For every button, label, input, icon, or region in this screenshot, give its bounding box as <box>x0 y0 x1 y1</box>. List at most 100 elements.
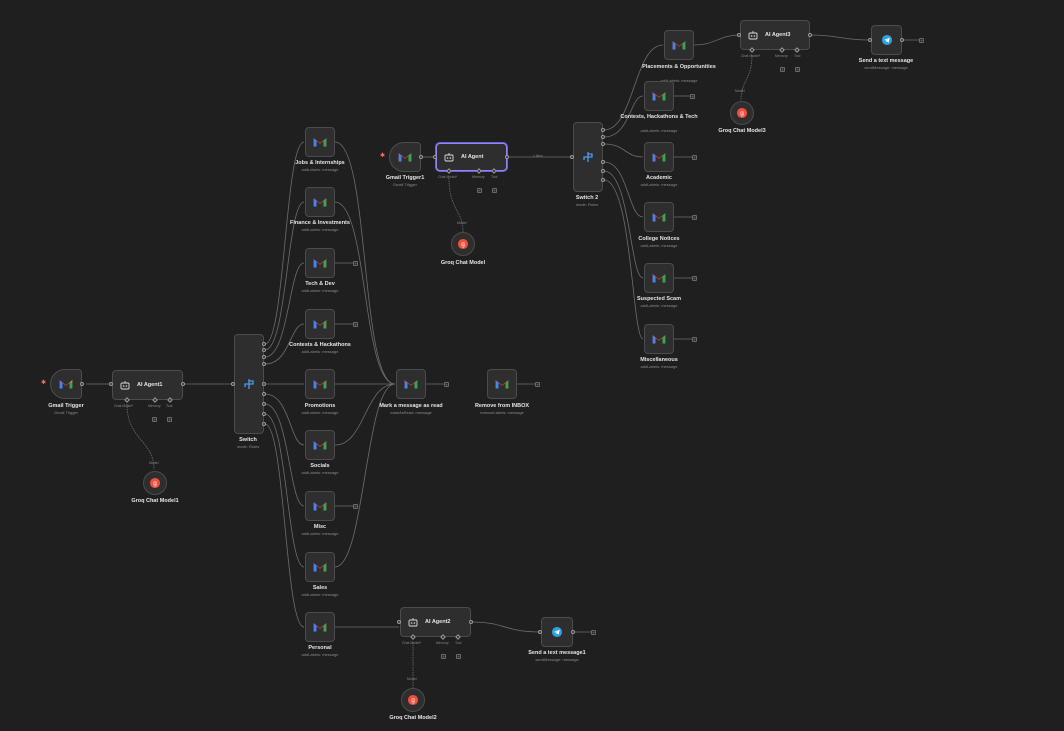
jobs-internships-node[interactable] <box>305 127 335 157</box>
node-subtitle: mode: Rules <box>236 444 260 449</box>
contests-hackathons-node[interactable] <box>305 309 335 339</box>
send-text-message-node[interactable] <box>871 25 902 55</box>
add-node-button[interactable]: + <box>690 94 695 99</box>
add-node-button[interactable]: + <box>692 215 697 220</box>
node-label: Suspected Scam <box>636 296 682 302</box>
switch-node[interactable] <box>234 334 264 434</box>
add-tool-button[interactable]: + <box>492 188 497 193</box>
ai-agent2-node[interactable]: AI Agent2 <box>400 607 471 637</box>
groq-chat-model1-node[interactable]: g <box>143 471 167 495</box>
add-node-button[interactable]: + <box>692 276 697 281</box>
node-subtitle: addLabels: message <box>640 364 678 369</box>
input-port[interactable] <box>868 38 872 42</box>
input-port[interactable] <box>231 382 235 386</box>
input-port[interactable] <box>737 33 741 37</box>
output-port[interactable] <box>601 160 605 164</box>
sales-node[interactable] <box>305 552 335 582</box>
input-port[interactable] <box>433 155 437 159</box>
node-label: Contests & Hackathons <box>289 342 351 348</box>
output-port[interactable] <box>262 342 266 346</box>
port-label: Chat Model* <box>741 54 761 58</box>
add-node-button[interactable]: + <box>353 504 358 509</box>
add-memory-button[interactable]: + <box>152 417 157 422</box>
ai-agent1-node[interactable]: AI Agent1 <box>112 370 183 400</box>
port-label: Memory <box>148 404 161 408</box>
output-port[interactable] <box>262 392 266 396</box>
bolt-icon: ✱ <box>380 153 386 159</box>
output-port[interactable] <box>262 355 266 359</box>
input-port[interactable] <box>109 382 113 386</box>
port-label: Tool <box>491 175 498 179</box>
gmail-trigger-node[interactable] <box>50 369 82 399</box>
send-text-message1-node[interactable] <box>541 617 573 647</box>
groq-chat-model2-node[interactable]: g <box>401 688 425 712</box>
port-label: Model <box>457 221 467 225</box>
mark-as-read-node[interactable] <box>396 369 426 399</box>
add-node-button[interactable]: + <box>353 261 358 266</box>
add-node-button[interactable]: + <box>692 337 697 342</box>
output-port[interactable] <box>469 620 473 624</box>
output-port[interactable] <box>80 382 84 386</box>
add-node-button[interactable]: + <box>535 382 540 387</box>
add-tool-button[interactable]: + <box>456 654 461 659</box>
gmail-trigger1-node[interactable] <box>389 142 421 172</box>
output-port[interactable] <box>808 33 812 37</box>
output-port[interactable] <box>505 155 509 159</box>
port-label: Chat Model* <box>114 404 134 408</box>
add-tool-button[interactable]: + <box>167 417 172 422</box>
node-subtitle: Gmail Trigger <box>53 410 78 415</box>
output-port[interactable] <box>262 412 266 416</box>
output-port[interactable] <box>262 402 266 406</box>
finance-investments-node[interactable] <box>305 187 335 217</box>
output-port[interactable] <box>262 422 266 426</box>
output-port[interactable] <box>262 362 266 366</box>
ai-agent3-node[interactable]: AI Agent3 <box>740 20 810 50</box>
add-node-button[interactable]: + <box>591 630 596 635</box>
suspected-scam-node[interactable] <box>644 263 674 293</box>
add-node-button[interactable]: + <box>353 322 358 327</box>
output-port[interactable] <box>262 348 266 352</box>
add-memory-button[interactable]: + <box>780 67 785 72</box>
output-port[interactable] <box>601 178 605 182</box>
output-port[interactable] <box>601 128 605 132</box>
placements-node[interactable] <box>664 30 694 60</box>
groq-chat-model-node[interactable]: g <box>451 232 475 256</box>
switch2-node[interactable] <box>573 122 603 192</box>
input-port[interactable] <box>570 155 574 159</box>
port-label: Chat Model* <box>402 641 422 645</box>
output-port[interactable] <box>571 630 575 634</box>
groq-chat-model3-node[interactable]: g <box>730 101 754 125</box>
tech-dev-node[interactable] <box>305 248 335 278</box>
remove-from-inbox-node[interactable] <box>487 369 517 399</box>
add-node-button[interactable]: + <box>692 155 697 160</box>
node-subtitle: addLabels: message <box>640 303 678 308</box>
add-node-button[interactable]: + <box>444 382 449 387</box>
output-port[interactable] <box>601 135 605 139</box>
output-port[interactable] <box>419 155 423 159</box>
personal-node[interactable] <box>305 612 335 642</box>
add-memory-button[interactable]: + <box>477 188 482 193</box>
input-port[interactable] <box>538 630 542 634</box>
add-memory-button[interactable]: + <box>441 654 446 659</box>
academic-node[interactable] <box>644 142 674 172</box>
college-notices-node[interactable] <box>644 202 674 232</box>
input-port[interactable] <box>397 620 401 624</box>
miscellaneous-node[interactable] <box>644 324 674 354</box>
ai-agent-node[interactable]: AI Agent <box>436 143 507 171</box>
node-label: Switch 2 <box>575 195 599 201</box>
contests-tech-node[interactable] <box>644 81 674 111</box>
output-port[interactable] <box>900 38 904 42</box>
misc-node[interactable] <box>305 491 335 521</box>
output-port[interactable] <box>601 142 605 146</box>
output-port[interactable] <box>181 382 185 386</box>
output-port[interactable] <box>601 169 605 173</box>
add-node-button[interactable]: + <box>919 38 924 43</box>
node-label: College Notices <box>638 236 680 242</box>
port-label: Model <box>149 461 159 465</box>
add-tool-button[interactable]: + <box>795 67 800 72</box>
gmail-icon <box>313 441 327 450</box>
promotions-node[interactable] <box>305 369 335 399</box>
output-port[interactable] <box>262 382 266 386</box>
socials-node[interactable] <box>305 430 335 460</box>
